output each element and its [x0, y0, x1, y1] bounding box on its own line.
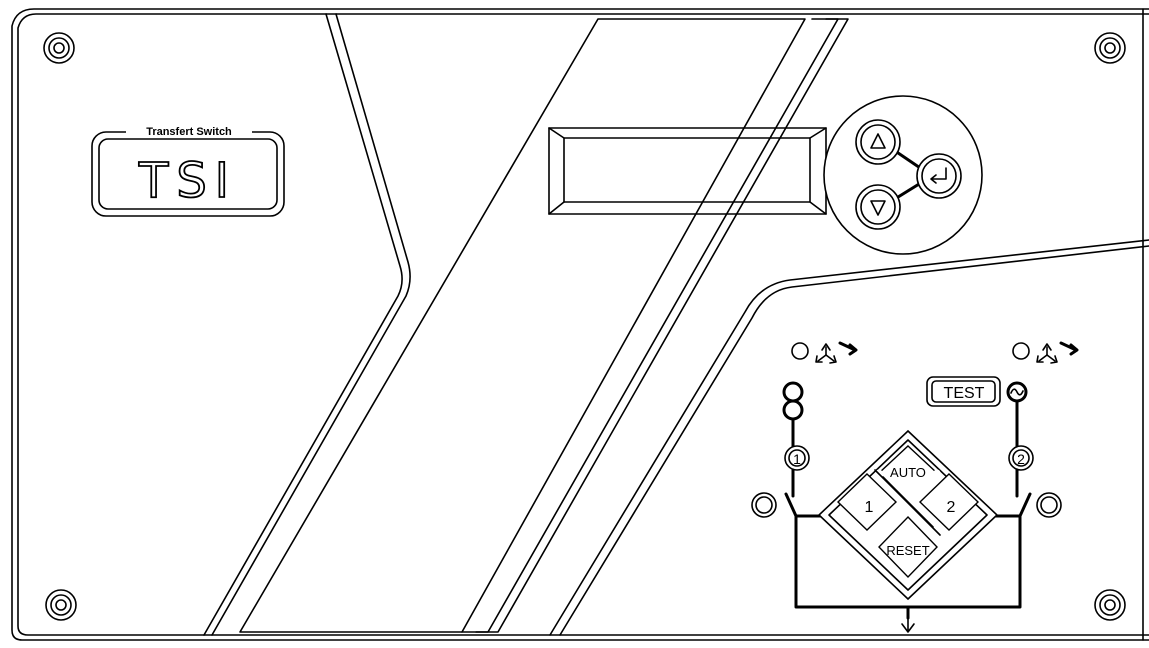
down-triangle-icon	[870, 200, 886, 216]
source2-ac-led	[1006, 381, 1028, 403]
enter-return-icon	[930, 167, 947, 184]
breaker2-led	[1036, 492, 1062, 518]
mode-keypad-cross	[874, 469, 941, 536]
left-panel-bevel	[203, 13, 411, 636]
source2-phase-led	[1012, 342, 1030, 360]
reset-button[interactable]: RESET	[878, 515, 938, 579]
source1-phase-rotation-icon	[815, 341, 858, 364]
source1-status-leds	[782, 381, 804, 448]
source2-phase-rotation-icon	[1036, 341, 1079, 364]
nav-enter-button[interactable]	[916, 153, 962, 199]
lcd-display	[548, 127, 827, 215]
source2-number: 2	[1017, 451, 1025, 467]
manual-1-button[interactable]: 1	[836, 473, 898, 531]
manual-2-label: 2	[947, 499, 956, 516]
source1-number: 1	[793, 451, 801, 467]
source1-phase-led	[791, 342, 809, 360]
down-arrow-icon	[901, 617, 915, 633]
manual-1-label: 1	[865, 499, 874, 516]
nav-down-button[interactable]	[855, 184, 901, 230]
logo-subtitle: Transfert Switch	[146, 126, 232, 138]
tsi-logo-badge: Transfert Switch TSI	[91, 124, 285, 217]
screw-top-left	[43, 32, 75, 64]
diagonal-band-right	[461, 18, 849, 633]
auto-button-label: AUTO	[890, 465, 926, 480]
screw-bottom-left	[45, 589, 77, 621]
reset-button-label: RESET	[886, 543, 929, 558]
nav-up-button[interactable]	[855, 119, 901, 165]
test-button-label: TEST	[944, 385, 985, 402]
source1-label-circle: 1	[784, 445, 810, 471]
up-triangle-icon	[870, 133, 886, 149]
housing-outline	[11, 8, 1149, 641]
manual-2-button[interactable]: 2	[918, 473, 980, 531]
logo-model: TSI	[138, 153, 237, 209]
source2-label-circle: 2	[1008, 445, 1034, 471]
test-button[interactable]: TEST	[926, 376, 1001, 407]
diagonal-band-left	[239, 18, 806, 633]
lower-right-bevel	[549, 239, 1149, 636]
screw-bottom-right	[1094, 589, 1126, 621]
sine-wave-icon	[1010, 388, 1024, 396]
breaker1-led	[751, 492, 777, 518]
transfer-bus	[784, 492, 1032, 633]
screw-top-right	[1094, 32, 1126, 64]
